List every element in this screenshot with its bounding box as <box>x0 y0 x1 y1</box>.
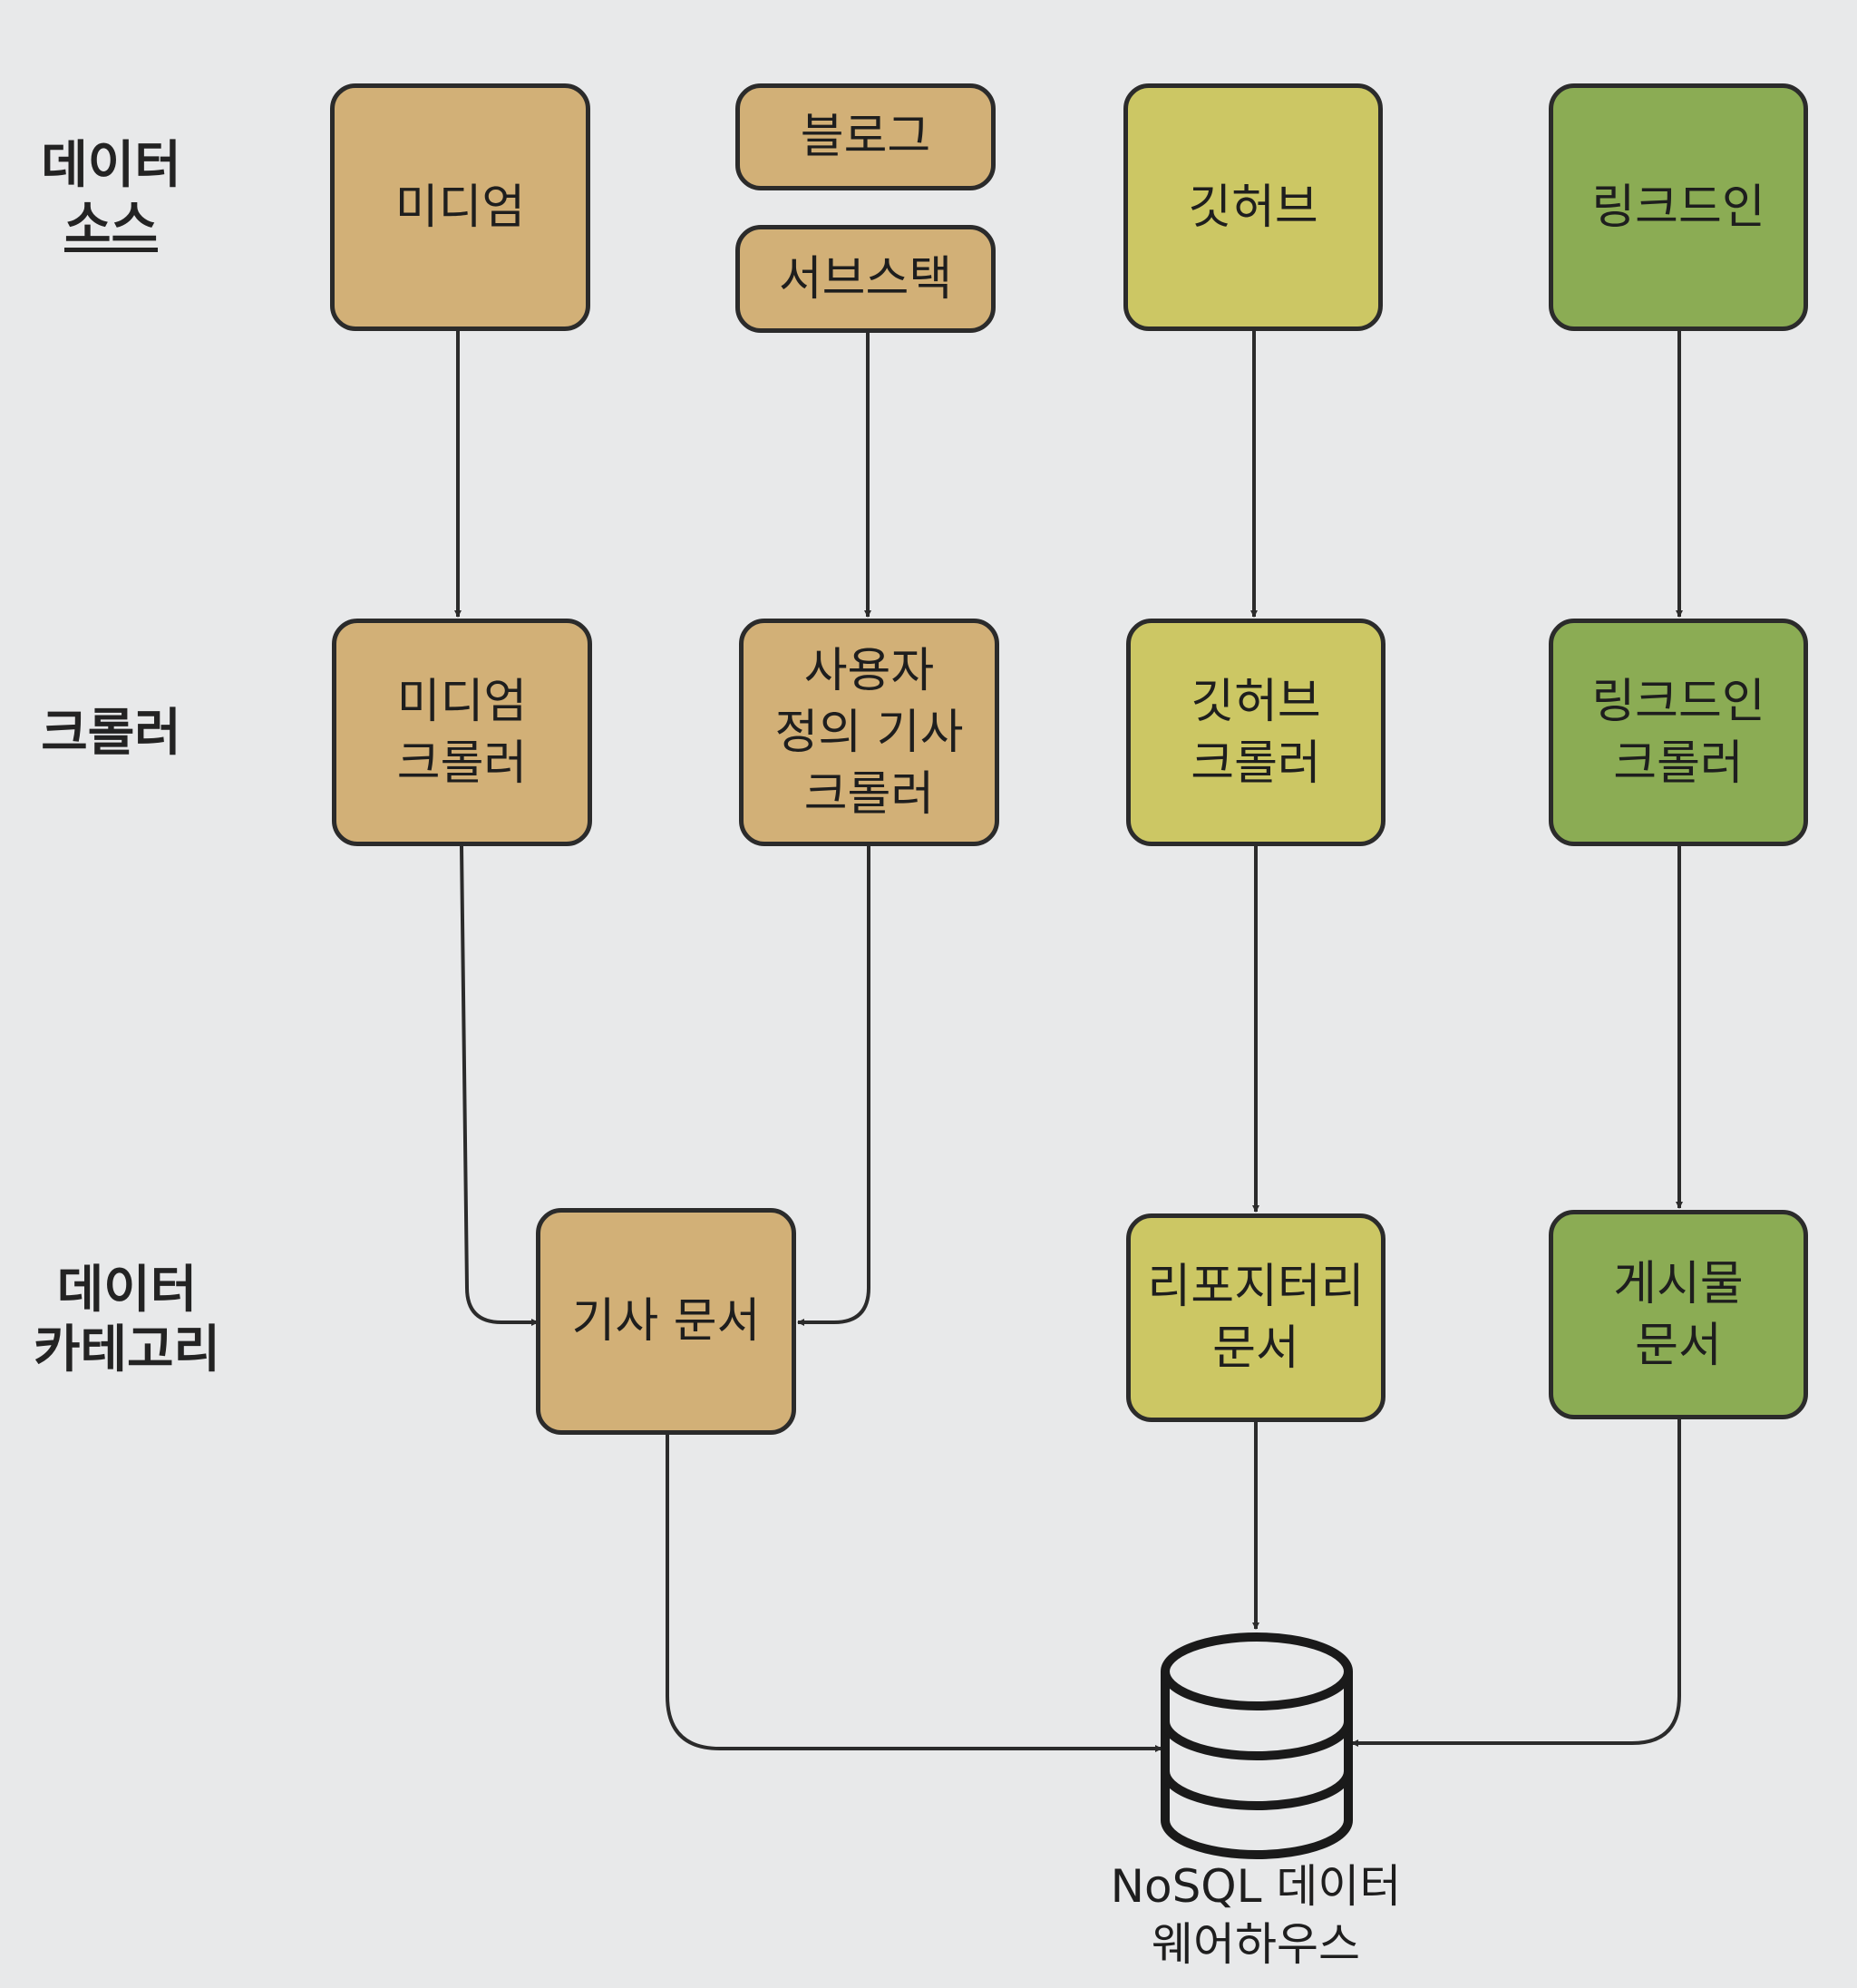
node-substack: 서브스택 <box>735 225 996 333</box>
node-article-document: 기사 문서 <box>536 1208 796 1435</box>
arrow-article-to-db <box>666 1435 1162 1752</box>
node-repository-document: 리포지터리 문서 <box>1126 1213 1385 1422</box>
arrow-custom-crawler-to-article <box>797 846 870 1326</box>
node-medium: 미디엄 <box>330 83 590 331</box>
arrow-medium-crawler-to-article <box>460 845 539 1326</box>
node-custom-article-crawler: 사용자 정의 기사 크롤러 <box>739 619 999 846</box>
database-cylinder-icon <box>1161 1632 1353 1859</box>
node-github: 깃허브 <box>1123 83 1383 331</box>
node-github-crawler: 깃허브 크롤러 <box>1126 619 1385 846</box>
row-label-data-source: 데이터 소스 <box>41 136 181 255</box>
node-blog: 블로그 <box>735 83 996 190</box>
database-label: NoSQL 데이터 웨어하우스 <box>1110 1860 1402 1971</box>
node-medium-crawler: 미디엄 크롤러 <box>332 619 592 846</box>
row-label-crawler: 크롤러 <box>41 704 181 763</box>
node-post-document: 게시물 문서 <box>1549 1210 1808 1419</box>
node-linkedin: 링크드인 <box>1549 83 1808 331</box>
node-linkedin-crawler: 링크드인 크롤러 <box>1549 619 1808 846</box>
arrow-post-to-db <box>1351 1419 1681 1747</box>
row-label-data-category: 데이터 카테고리 <box>33 1261 221 1379</box>
